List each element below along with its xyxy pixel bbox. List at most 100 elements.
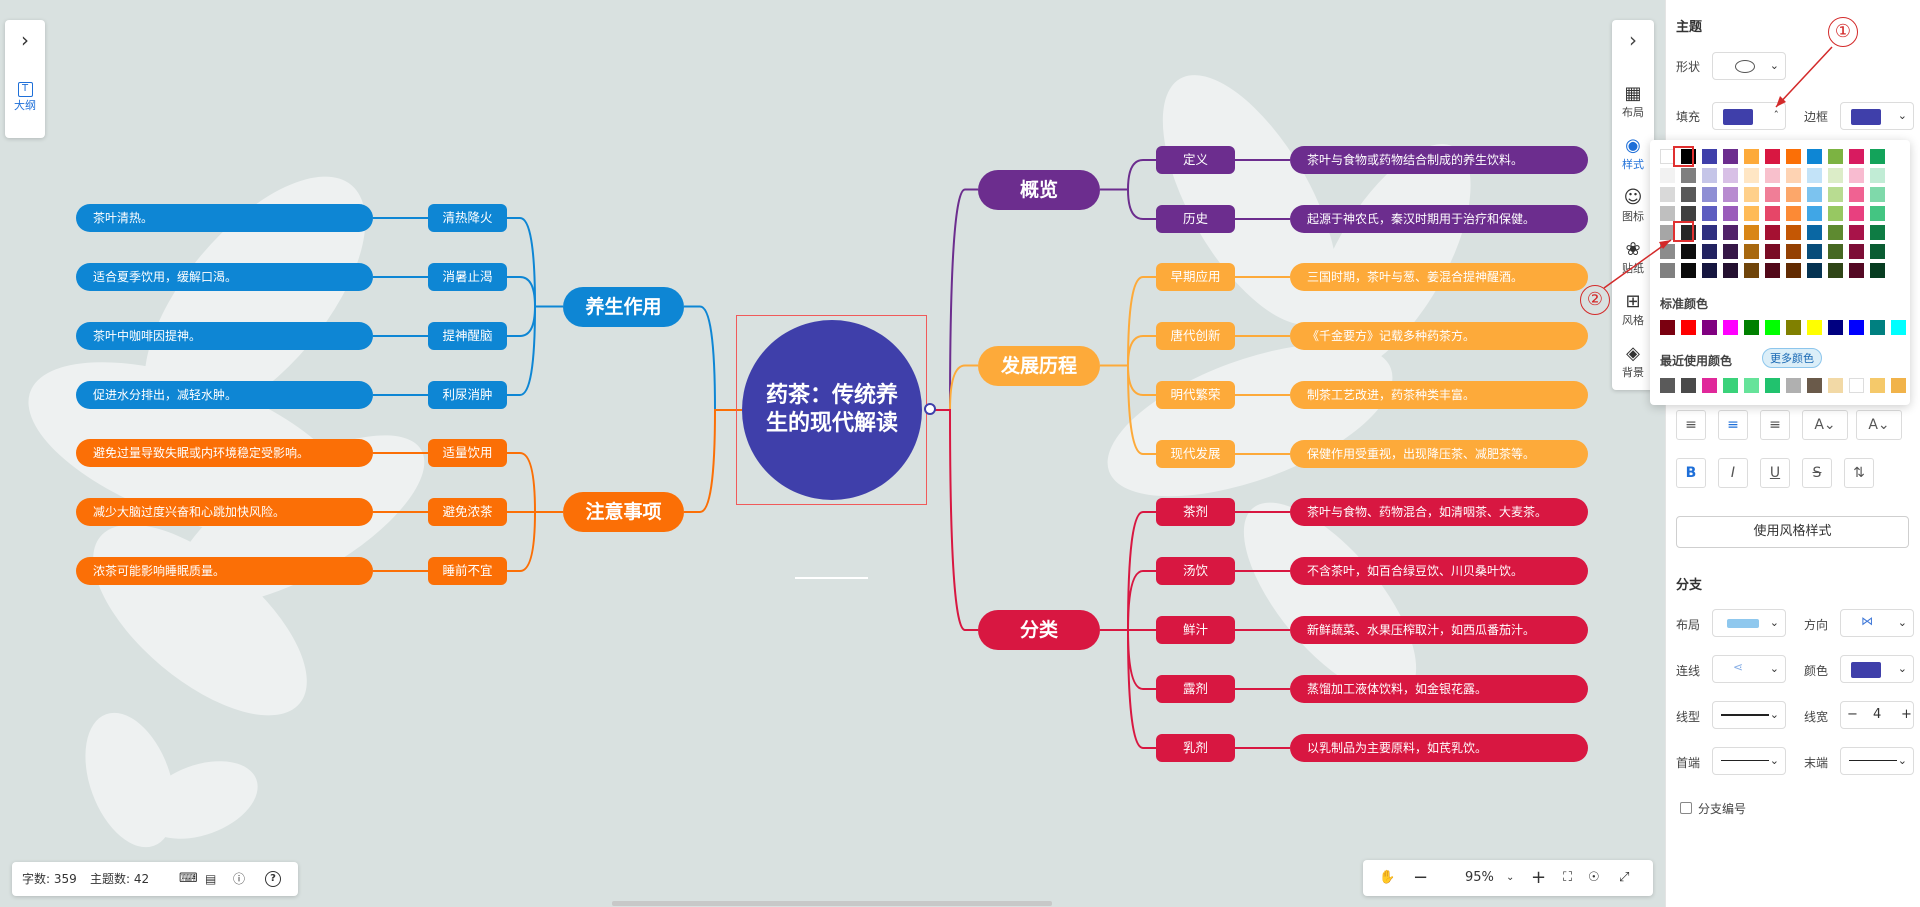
branch-node[interactable]: 注意事项 xyxy=(563,492,684,532)
recent-color-swatch[interactable] xyxy=(1828,378,1843,393)
color-swatch[interactable] xyxy=(1807,206,1822,221)
recent-color-swatch[interactable] xyxy=(1849,378,1864,393)
color-swatch[interactable] xyxy=(1870,187,1885,202)
sub-topic-node[interactable]: 历史 xyxy=(1156,205,1235,233)
standard-color-swatch[interactable] xyxy=(1681,320,1696,335)
color-swatch[interactable] xyxy=(1807,149,1822,164)
sub-topic-node[interactable]: 消暑止渴 xyxy=(428,263,507,291)
color-swatch[interactable] xyxy=(1702,168,1717,183)
color-swatch[interactable] xyxy=(1723,168,1738,183)
branch-number-checkbox[interactable] xyxy=(1680,802,1692,814)
line-type-select[interactable]: ⌄ xyxy=(1712,701,1786,729)
color-swatch[interactable] xyxy=(1702,206,1717,221)
line-style-select[interactable]: ⋖⌄ xyxy=(1712,655,1786,683)
sticker-tab[interactable]: ❀贴纸 xyxy=(1612,240,1654,276)
color-swatch[interactable] xyxy=(1681,206,1696,221)
leaf-node[interactable]: 茶叶与食物或药物结合制成的养生饮料。 xyxy=(1290,146,1588,174)
recent-color-swatch[interactable] xyxy=(1660,378,1675,393)
color-swatch[interactable] xyxy=(1744,206,1759,221)
standard-color-swatch[interactable] xyxy=(1891,320,1906,335)
color-swatch[interactable] xyxy=(1744,263,1759,278)
standard-color-swatch[interactable] xyxy=(1702,320,1717,335)
leaf-node[interactable]: 不含茶叶，如百合绿豆饮、川贝桑叶饮。 xyxy=(1290,557,1588,585)
sub-topic-node[interactable]: 茶剂 xyxy=(1156,498,1235,526)
strikethrough-button[interactable]: S xyxy=(1802,458,1832,488)
sub-topic-node[interactable]: 明代繁荣 xyxy=(1156,381,1235,409)
color-swatch[interactable] xyxy=(1849,187,1864,202)
branch-node[interactable]: 分类 xyxy=(978,610,1100,650)
align-left-button[interactable]: ≡ xyxy=(1676,410,1706,440)
color-swatch[interactable] xyxy=(1786,225,1801,240)
sort-button[interactable]: ⇅ xyxy=(1844,458,1874,488)
color-swatch[interactable] xyxy=(1786,168,1801,183)
color-swatch[interactable] xyxy=(1786,263,1801,278)
leaf-node[interactable]: 《千金要方》记载多种药茶方。 xyxy=(1290,322,1588,350)
color-swatch[interactable] xyxy=(1723,225,1738,240)
sub-topic-node[interactable]: 汤饮 xyxy=(1156,557,1235,585)
color-swatch[interactable] xyxy=(1786,206,1801,221)
locate-center-icon[interactable]: ☉ xyxy=(1588,870,1600,885)
sub-topic-node[interactable]: 鲜汁 xyxy=(1156,616,1235,644)
color-swatch[interactable] xyxy=(1765,263,1780,278)
color-swatch[interactable] xyxy=(1765,244,1780,259)
leaf-node[interactable]: 浓茶可能影响睡眠质量。 xyxy=(76,557,373,585)
sub-topic-node[interactable]: 清热降火 xyxy=(428,204,507,232)
standard-color-swatch[interactable] xyxy=(1849,320,1864,335)
border-color-select[interactable]: ⌄ xyxy=(1840,102,1914,130)
color-swatch[interactable] xyxy=(1765,187,1780,202)
leaf-node[interactable]: 制茶工艺改进，药茶种类丰富。 xyxy=(1290,381,1588,409)
color-swatch[interactable] xyxy=(1849,168,1864,183)
standard-color-swatch[interactable] xyxy=(1744,320,1759,335)
use-style-button[interactable]: 使用风格样式 xyxy=(1676,516,1909,548)
zoom-out-button[interactable]: − xyxy=(1413,867,1429,888)
leaf-node[interactable]: 保健作用受重视，出现降压茶、减肥茶等。 xyxy=(1290,440,1588,468)
color-swatch[interactable] xyxy=(1681,168,1696,183)
recent-color-swatch[interactable] xyxy=(1702,378,1717,393)
underline-button[interactable]: U xyxy=(1760,458,1790,488)
direction-select[interactable]: ⋈⌄ xyxy=(1840,609,1914,637)
color-swatch[interactable] xyxy=(1660,206,1675,221)
branch-color-select[interactable]: ⌄ xyxy=(1840,655,1914,683)
sub-topic-node[interactable]: 利尿消肿 xyxy=(428,381,507,409)
leaf-node[interactable]: 以乳制品为主要原料，如芪乳饮。 xyxy=(1290,734,1588,762)
more-colors-button[interactable]: 更多颜色 xyxy=(1762,348,1822,368)
leaf-node[interactable]: 茶叶与食物、药物混合，如清咽茶、大麦茶。 xyxy=(1290,498,1588,526)
recent-color-swatch[interactable] xyxy=(1681,378,1696,393)
color-swatch[interactable] xyxy=(1849,225,1864,240)
standard-color-swatch[interactable] xyxy=(1828,320,1843,335)
branch-node[interactable]: 发展历程 xyxy=(978,345,1100,386)
color-swatch[interactable] xyxy=(1870,206,1885,221)
sub-topic-node[interactable]: 避免浓茶 xyxy=(428,498,507,526)
sub-topic-node[interactable]: 露剂 xyxy=(1156,675,1235,703)
color-swatch[interactable] xyxy=(1723,187,1738,202)
color-swatch[interactable] xyxy=(1723,206,1738,221)
color-swatch[interactable] xyxy=(1765,206,1780,221)
color-swatch[interactable] xyxy=(1702,263,1717,278)
standard-color-swatch[interactable] xyxy=(1786,320,1801,335)
branch-node[interactable]: 养生作用 xyxy=(563,286,684,327)
leaf-node[interactable]: 减少大脑过度兴奋和心跳加快风险。 xyxy=(76,498,373,526)
sub-topic-node[interactable]: 提神醒脑 xyxy=(428,322,507,350)
line-width-value[interactable]: 4 xyxy=(1873,707,1882,722)
line-width-stepper[interactable]: − 4 + xyxy=(1840,701,1914,729)
color-swatch[interactable] xyxy=(1702,187,1717,202)
recent-color-swatch[interactable] xyxy=(1891,378,1906,393)
leaf-node[interactable]: 促进水分排出，减轻水肿。 xyxy=(76,381,373,409)
color-swatch[interactable] xyxy=(1702,149,1717,164)
end-cap-select[interactable]: ⌄ xyxy=(1840,747,1914,775)
leaf-node[interactable]: 蒸馏加工液体饮料，如金银花露。 xyxy=(1290,675,1588,703)
leaf-node[interactable]: 茶叶清热。 xyxy=(76,204,373,232)
color-swatch[interactable] xyxy=(1870,263,1885,278)
bold-button[interactable]: B xyxy=(1676,458,1706,488)
decrement-button[interactable]: − xyxy=(1847,707,1858,722)
color-swatch[interactable] xyxy=(1681,187,1696,202)
color-swatch[interactable] xyxy=(1723,263,1738,278)
standard-color-swatch[interactable] xyxy=(1723,320,1738,335)
color-swatch[interactable] xyxy=(1660,187,1675,202)
color-swatch[interactable] xyxy=(1849,149,1864,164)
color-swatch[interactable] xyxy=(1828,149,1843,164)
font-color-select[interactable]: A⌄ xyxy=(1802,410,1848,440)
color-swatch[interactable] xyxy=(1744,244,1759,259)
color-swatch[interactable] xyxy=(1723,244,1738,259)
fit-screen-icon[interactable]: ⛶ xyxy=(1563,870,1573,885)
